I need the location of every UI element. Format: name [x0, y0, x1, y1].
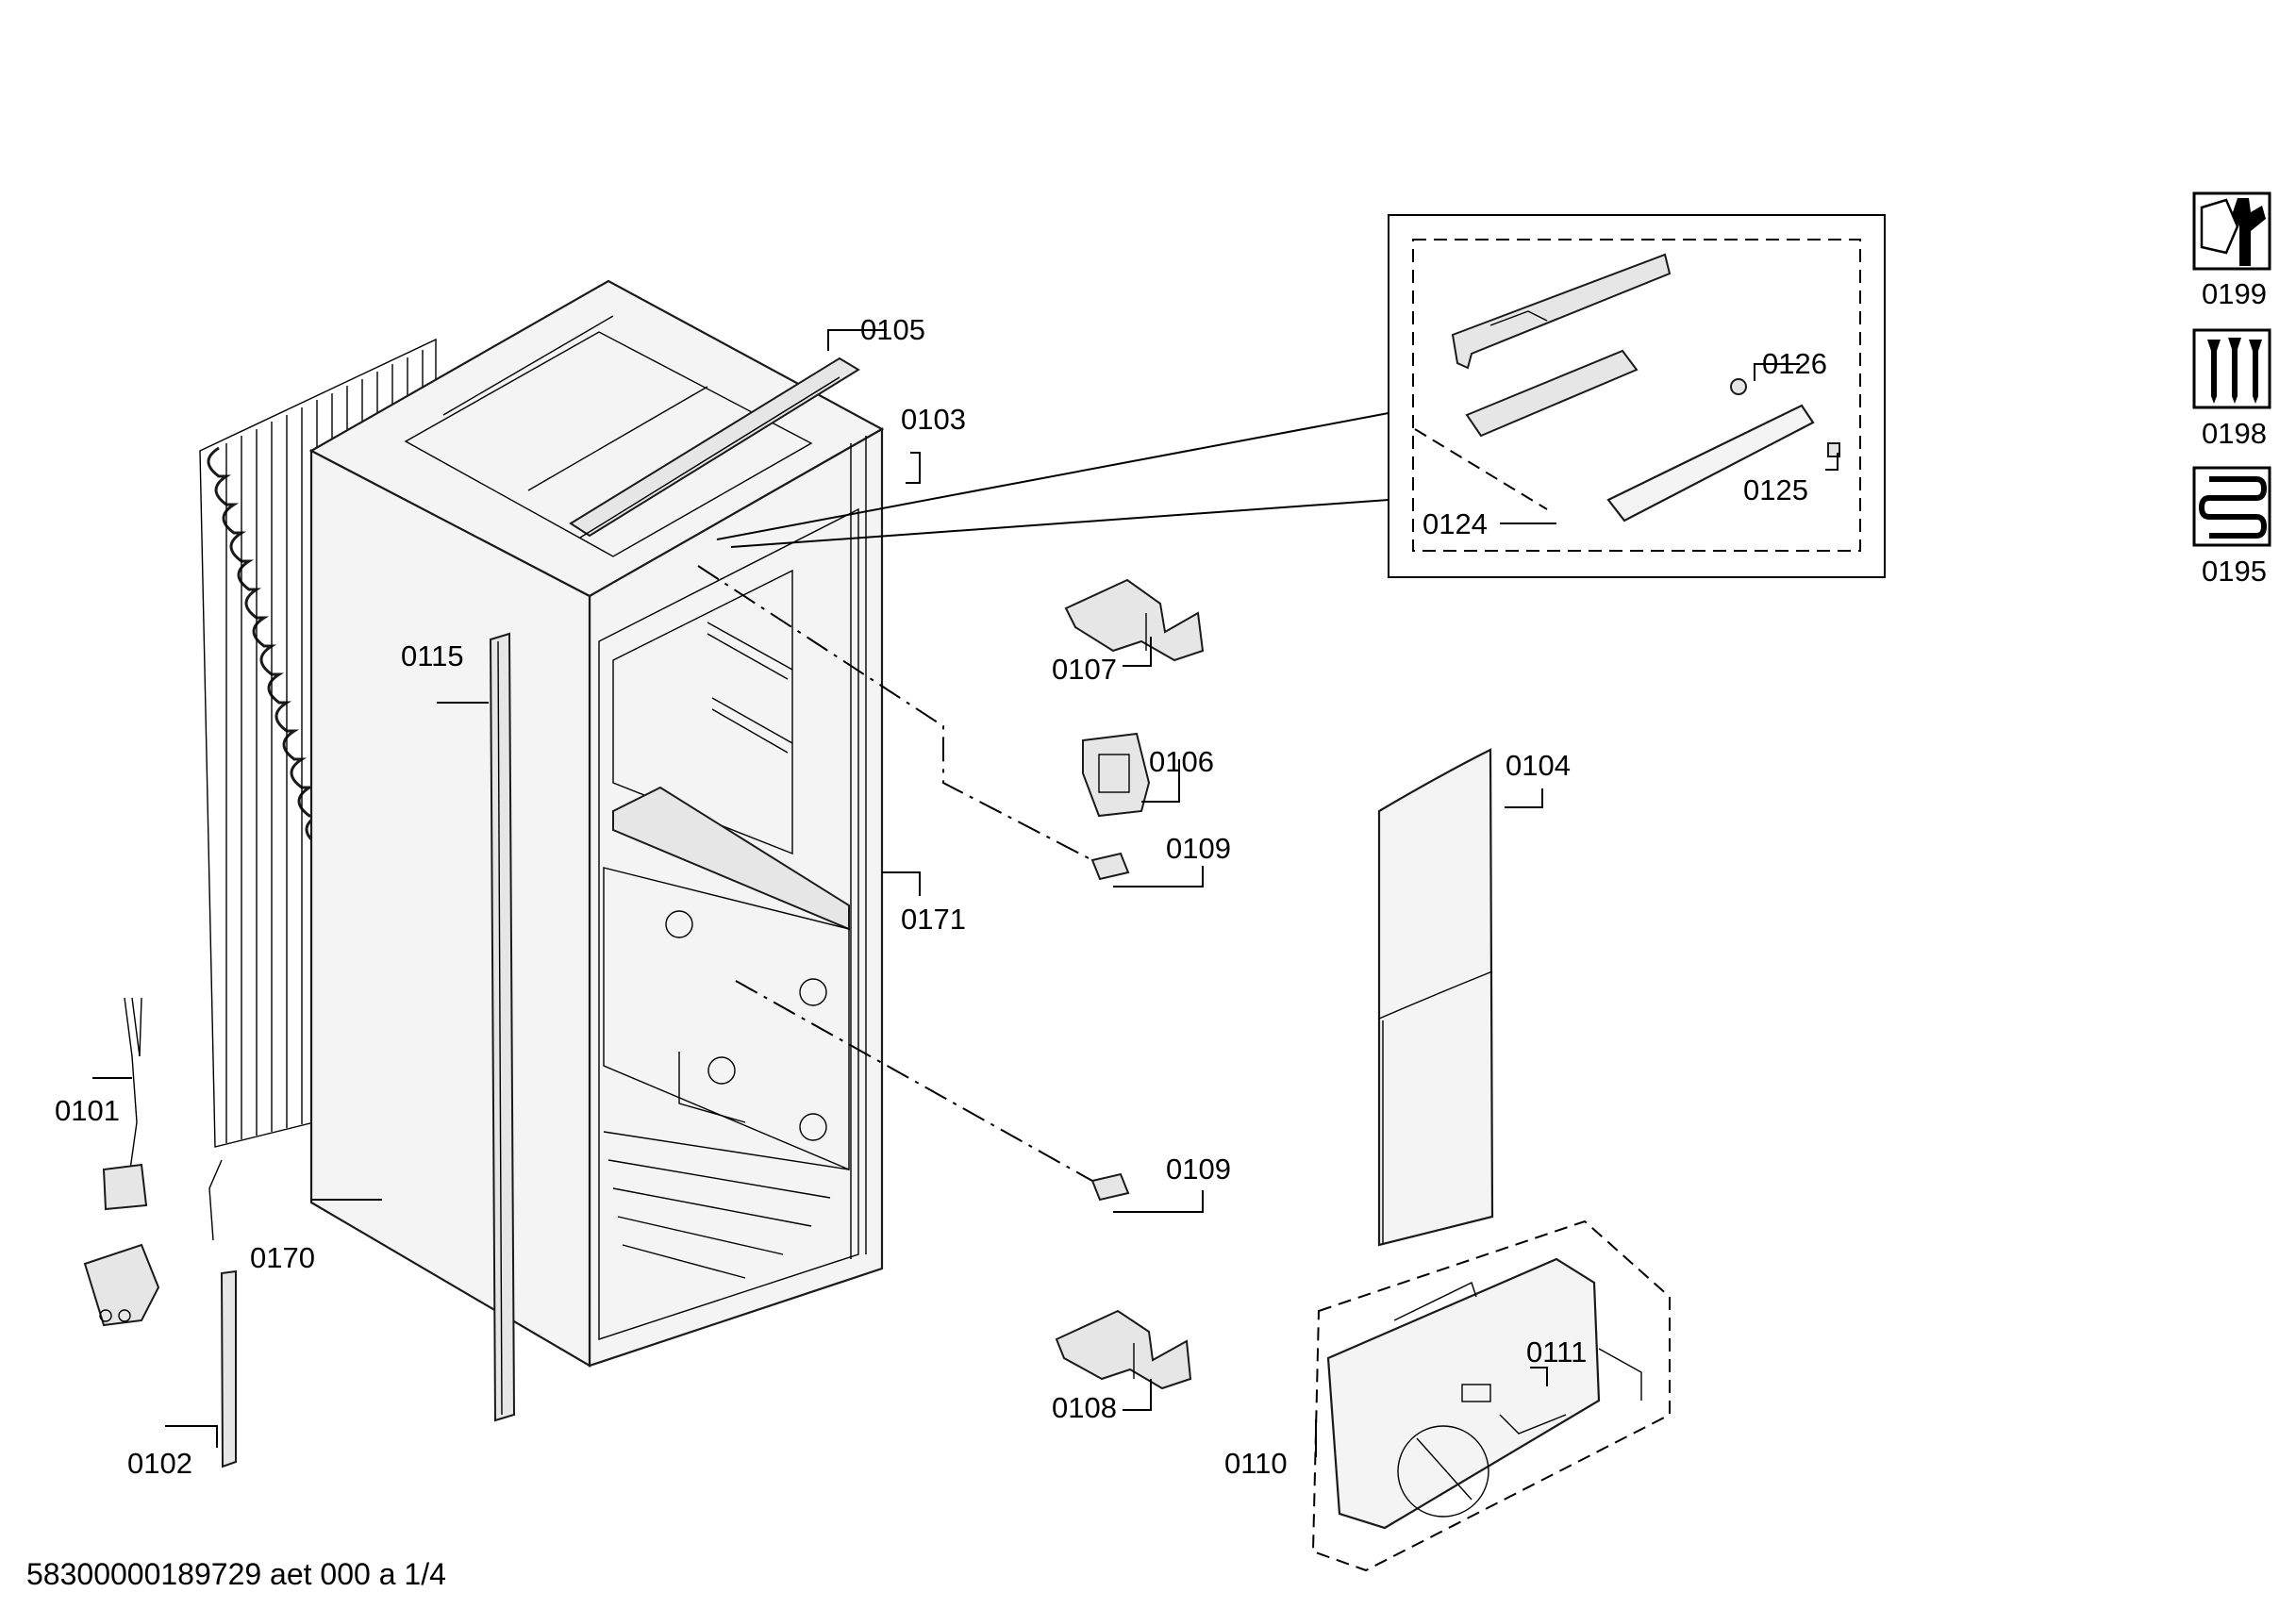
screws-icon [2192, 328, 2271, 409]
compressor-unit [1311, 1219, 1671, 1572]
label-0103: 0103 [901, 403, 966, 436]
leader-lines [92, 329, 1838, 1457]
wrench-nut-icon [2192, 191, 2271, 271]
label-0125: 0125 [1743, 473, 1808, 506]
label-0101: 0101 [55, 1094, 120, 1127]
cap-lower [1090, 1172, 1130, 1202]
label-0124: 0124 [1423, 507, 1488, 540]
legend-code-0198: 0198 [2202, 417, 2267, 450]
lower-hinge [1055, 1309, 1192, 1390]
label-0170: 0170 [250, 1241, 315, 1274]
label-0110: 0110 [1224, 1447, 1288, 1480]
part-labels: 0105 0103 0115 0104 0107 0106 0109 0109 … [55, 313, 1827, 1480]
coil-spring-icon [2192, 466, 2271, 547]
upper-hinge [1064, 578, 1205, 662]
assembly-line-upper [697, 565, 1093, 861]
label-0111: 0111 [1526, 1335, 1587, 1368]
label-0108: 0108 [1052, 1391, 1117, 1424]
control-module-inset [716, 214, 1886, 578]
label-0106: 0106 [1149, 745, 1214, 778]
door-seal-strip [489, 632, 516, 1422]
label-0126: 0126 [1762, 347, 1827, 380]
label-0109-upper: 0109 [1166, 832, 1231, 865]
document-id: 58300000189729 aet 000 a 1/4 [26, 1557, 446, 1591]
legend: 0199 0198 0195 [2192, 191, 2271, 588]
hinge-cover [1082, 732, 1151, 818]
label-0171: 0171 [901, 903, 966, 936]
cabinet-body [308, 279, 885, 1368]
label-0102: 0102 [127, 1447, 192, 1480]
drain-tube [208, 1159, 237, 1468]
door-panel [1377, 748, 1494, 1247]
power-cord [83, 997, 160, 1327]
legend-code-0199: 0199 [2202, 277, 2267, 310]
cap-upper [1090, 852, 1130, 881]
label-0105: 0105 [860, 313, 925, 346]
label-0104: 0104 [1506, 749, 1571, 782]
label-0107: 0107 [1052, 653, 1117, 686]
legend-code-0195: 0195 [2202, 555, 2267, 588]
label-0115: 0115 [401, 639, 464, 672]
label-0109-lower: 0109 [1166, 1153, 1231, 1186]
